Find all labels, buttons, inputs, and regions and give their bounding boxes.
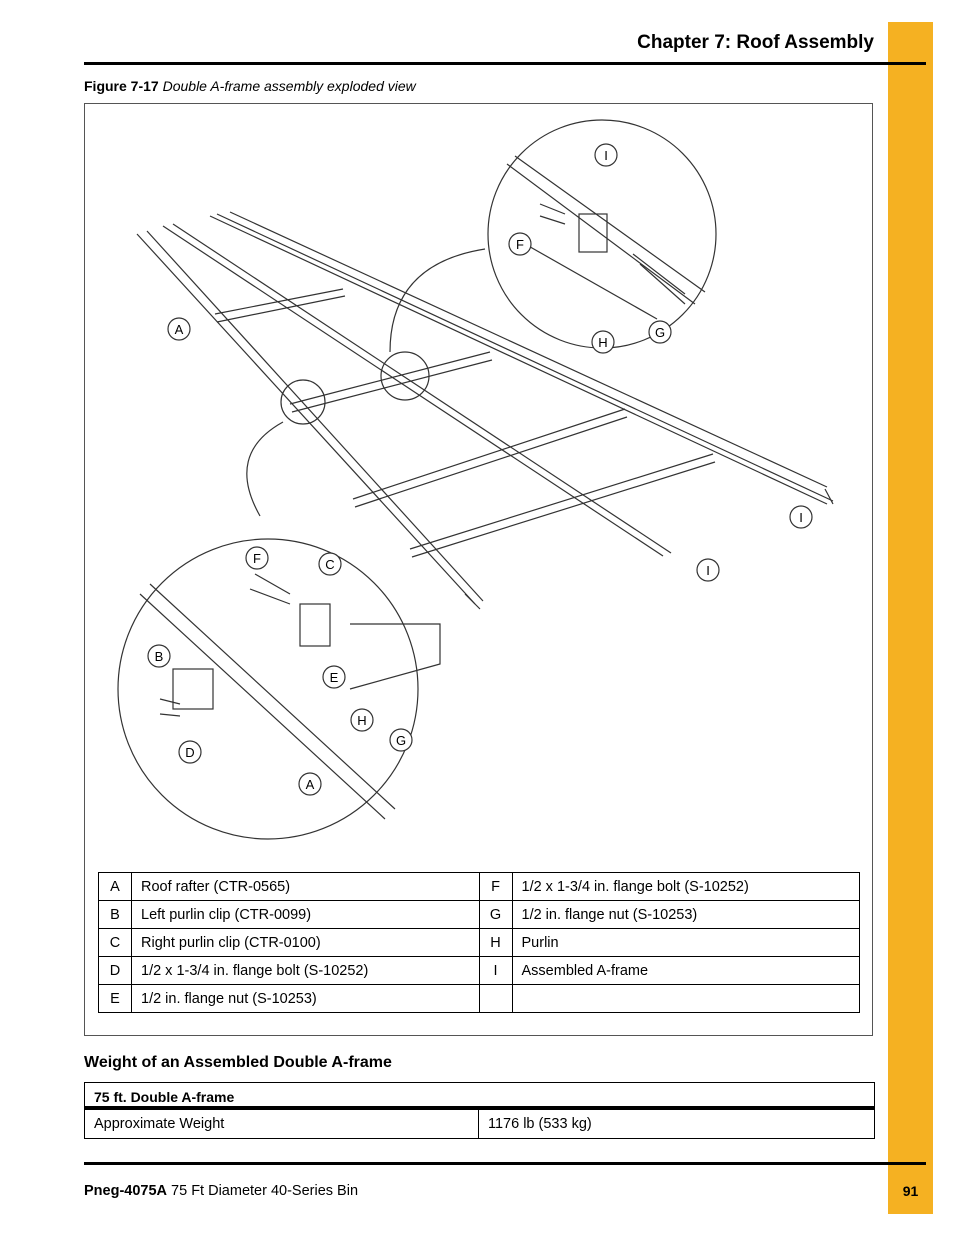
chapter-side-tab <box>888 22 933 1214</box>
table-row: C Right purlin clip (CTR-0100) H Purlin <box>98 928 860 957</box>
rafter-right-outer <box>229 211 828 488</box>
part-key: A <box>98 872 132 901</box>
table-row: E 1/2 in. flange nut (S-10253) <box>98 984 860 1013</box>
part-description: 1/2 in. flange nut (S-10253) <box>511 900 860 929</box>
rafter-left-outer <box>136 233 476 605</box>
part-description: Assembled A-frame <box>511 956 860 985</box>
part-description: 1/2 x 1-3/4 in. flange bolt (S-10252) <box>131 956 480 985</box>
part-key: D <box>98 956 132 985</box>
figure-box: A I F H G I I F C B E D H G A A Roof raf… <box>84 103 873 1036</box>
callout-h-top: H <box>598 335 607 350</box>
arrow-to-bottom-detail <box>246 421 284 517</box>
purlin-2 <box>289 351 493 413</box>
arrow-to-top-detail <box>389 248 486 353</box>
page-number: 91 <box>902 1183 919 1199</box>
table-row: A Roof rafter (CTR-0565) F 1/2 x 1-3/4 i… <box>98 872 860 901</box>
callout-h-bottom: H <box>357 713 366 728</box>
weight-section-title: Weight of an Assembled Double A-frame <box>84 1054 392 1071</box>
part-description: Right purlin clip (CTR-0100) <box>131 928 480 957</box>
chapter-title: Chapter 7: Roof Assembly <box>637 32 874 53</box>
purlin-1 <box>214 288 346 323</box>
header-rule <box>84 62 926 65</box>
rafter-left-inner <box>162 225 664 557</box>
table-row: D 1/2 x 1-3/4 in. flange bolt (S-10252) … <box>98 956 860 985</box>
part-key <box>478 984 513 1013</box>
part-key: F <box>478 872 513 901</box>
table-row: B Left purlin clip (CTR-0099) G 1/2 in. … <box>98 900 860 929</box>
part-description: 1/2 x 1-3/4 in. flange bolt (S-10252) <box>511 872 860 901</box>
callout-f-bottom: F <box>253 551 261 566</box>
zoom-circle-bottom <box>117 538 419 840</box>
a-frame-exploded-drawing: A I F H G I I F C B E D H G A <box>117 119 834 840</box>
part-key: H <box>478 928 513 957</box>
purlin-4 <box>409 453 716 558</box>
rafter-right-inner <box>209 215 828 505</box>
doc-title: 75 Ft Diameter 40-Series Bin <box>171 1183 359 1199</box>
callout-e-bottom: E <box>330 670 339 685</box>
table-row: Approximate Weight 1176 lb (533 kg) <box>84 1107 875 1139</box>
weight-value: 1176 lb (533 kg) <box>478 1107 875 1139</box>
footer-rule <box>84 1162 926 1165</box>
callout-a-main: A <box>175 322 184 337</box>
part-key: B <box>98 900 132 929</box>
part-key: E <box>98 984 132 1013</box>
part-description: Purlin <box>511 928 860 957</box>
weight-table-header: 75 ft. Double A-frame <box>84 1082 875 1110</box>
callout-d-bottom: D <box>185 745 194 760</box>
footer: Pneg-4075A 75 Ft Diameter 40-Series Bin <box>84 1183 358 1199</box>
callout-b-bottom: B <box>155 649 164 664</box>
part-key: G <box>478 900 513 929</box>
callout-g-bottom: G <box>396 733 406 748</box>
callout-i-top: I <box>604 148 608 163</box>
part-key: I <box>478 956 513 985</box>
callout-c-bottom: C <box>325 557 334 572</box>
callout-i-lower: I <box>706 563 710 578</box>
weight-label: Approximate Weight <box>84 1107 479 1139</box>
parts-table: A Roof rafter (CTR-0565) F 1/2 x 1-3/4 i… <box>98 872 860 1013</box>
callout-f-top: F <box>516 237 524 252</box>
part-key: C <box>98 928 132 957</box>
purlin-3 <box>352 408 628 508</box>
callout-i-right: I <box>799 510 803 525</box>
part-description: 1/2 in. flange nut (S-10253) <box>131 984 480 1013</box>
callout-a-bottom: A <box>306 777 315 792</box>
doc-number: Pneg-4075A <box>84 1183 168 1199</box>
part-description: Roof rafter (CTR-0565) <box>131 872 480 901</box>
weight-table: 75 ft. Double A-frame Approximate Weight… <box>84 1082 875 1139</box>
figure-caption: Figure 7-17 Double A-frame assembly expl… <box>84 78 416 94</box>
figure-label: Figure 7-17 <box>84 78 159 94</box>
callout-g-top: G <box>655 325 665 340</box>
part-description <box>511 984 860 1013</box>
part-description: Left purlin clip (CTR-0099) <box>131 900 480 929</box>
figure-caption-text: Double A-frame assembly exploded view <box>162 78 416 94</box>
